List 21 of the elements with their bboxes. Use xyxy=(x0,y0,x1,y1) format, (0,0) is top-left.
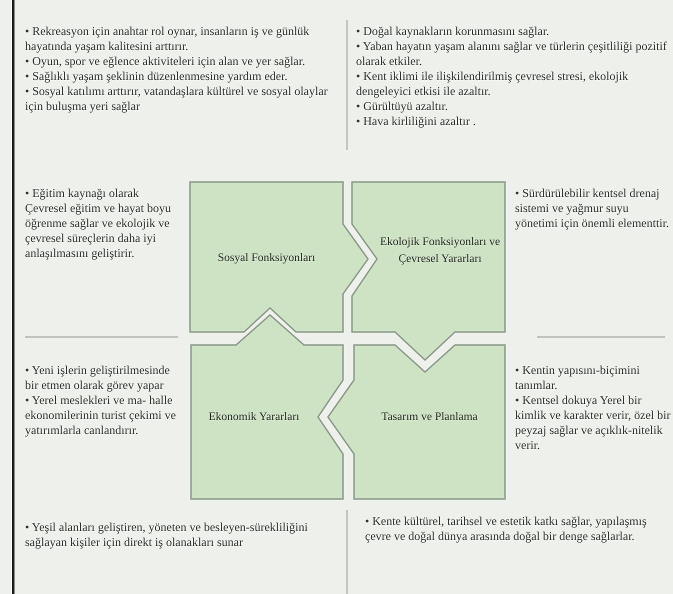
piece-label: Sosyal Fonksiyonları xyxy=(216,251,316,266)
bullet-text: • Hava kirliliğini azaltır . xyxy=(356,114,477,129)
bullet-text: • Yeşil alanları geliştiren, yöneten ve besleyen-sürekliliğini sağlayan kişiler için direkt iş olanakları sunar xyxy=(25,520,309,550)
piece-label: Tasarım ve Planlama xyxy=(380,410,479,425)
bullet-text: • Kente kültürel, tarihsel ve estetik katkı sağlar, yapılaşmış çevre ve doğal dünya arasında doğal bir denge sağlarlar. xyxy=(365,514,648,544)
piece-label: Ekonomik Yararları xyxy=(208,410,300,425)
bullet-text: • Sosyal katılımı arttırır, vatandaşlara kültürel ve sosyal olaylar için buluşma yeri sağlar xyxy=(25,84,329,114)
bullet-text: • Sürdürülebilir kentsel drenaj sistemi ve yağmur suyu yönetimi için önemli elementtir. xyxy=(515,186,670,231)
bullet-text: • Yaban hayatın yaşam alanını sağlar ve türlerin çeşitliliği pozitif olarak etkiler. xyxy=(356,39,668,69)
bullet-text: • Kentsel dokuya Yerel bir kimlik ve karakter verir, özel bir peyzaj sağlar ve açıklık-nitelik verir. xyxy=(515,393,671,453)
bullet-text: • Rekreasyon için anahtar rol oynar, insanların iş ve günlük hayatında yaşam kalitesini arttırır. xyxy=(25,24,310,54)
bullet-text: • Kent iklimi ile ilişkilendirilmiş çevresel stresi, ekolojik dengeleyici etkisi ile azaltır. xyxy=(356,69,630,99)
bullet-text: • Gürültüyü azaltır. xyxy=(356,99,449,114)
bullet-text: • Kentin yapısını-biçimini tanımlar. xyxy=(515,363,641,393)
bullet-text: • Doğal kaynakların korunmasını sağlar. xyxy=(356,24,550,39)
bullet-text: • Sağlıklı yaşam şeklinin düzenlenmesine yardım eder. xyxy=(25,69,288,84)
bullet-text: • Eğitim kaynağı olarak Çevresel eğitim ve hayat boyu öğrenme sağlar ve ekolojik ve çevresel süreçlerin daha iyi anlaşılmasını geliştirir. xyxy=(25,186,172,261)
bullet-text: • Oyun, spor ve eğlence aktiviteleri için alan ve yer sağlar. xyxy=(25,54,306,69)
piece-label: Ekolojik Fonksiyonları ve Çevresel Yararları xyxy=(378,235,502,267)
bullet-text: • Yeni işlerin geliştirilmesinde bir etmen olarak görev yapar xyxy=(25,363,171,393)
bullet-text: • Yerel meslekleri ve ma- halle ekonomilerinin turist çekimi ve yatırımlarla canlandırır. xyxy=(25,393,177,438)
